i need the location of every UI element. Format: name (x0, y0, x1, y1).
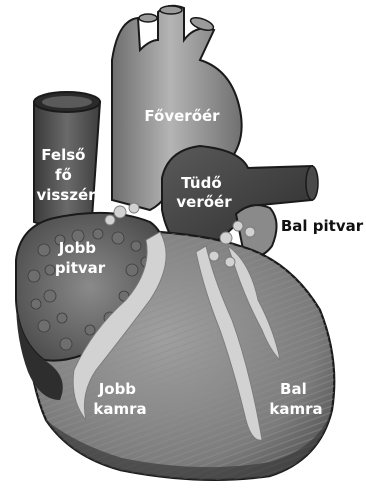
label-right-atrium-line1: Jobb (58, 239, 97, 257)
label-superior-vena-cava-line2: fő (55, 166, 72, 184)
label-aorta: Főverőér (144, 107, 220, 125)
label-left-ventricle-line2: kamra (269, 400, 322, 418)
label-left-atrium: Bal pitvar (281, 217, 364, 235)
label-right-atrium-line2: pitvar (55, 259, 106, 277)
label-superior-vena-cava-line1: Felső (41, 146, 85, 164)
label-right-ventricle-line2: kamra (93, 400, 146, 418)
label-right-ventricle-line1: Jobb (98, 380, 137, 398)
label-pulmonary-artery-line2: verőér (176, 193, 232, 211)
label-pulmonary-artery: Tüdő verőér (176, 174, 232, 211)
label-pulmonary-artery-line1: Tüdő (181, 174, 222, 192)
label-left-ventricle-line1: Bal (280, 380, 307, 398)
label-superior-vena-cava-line3: visszér (36, 186, 96, 204)
